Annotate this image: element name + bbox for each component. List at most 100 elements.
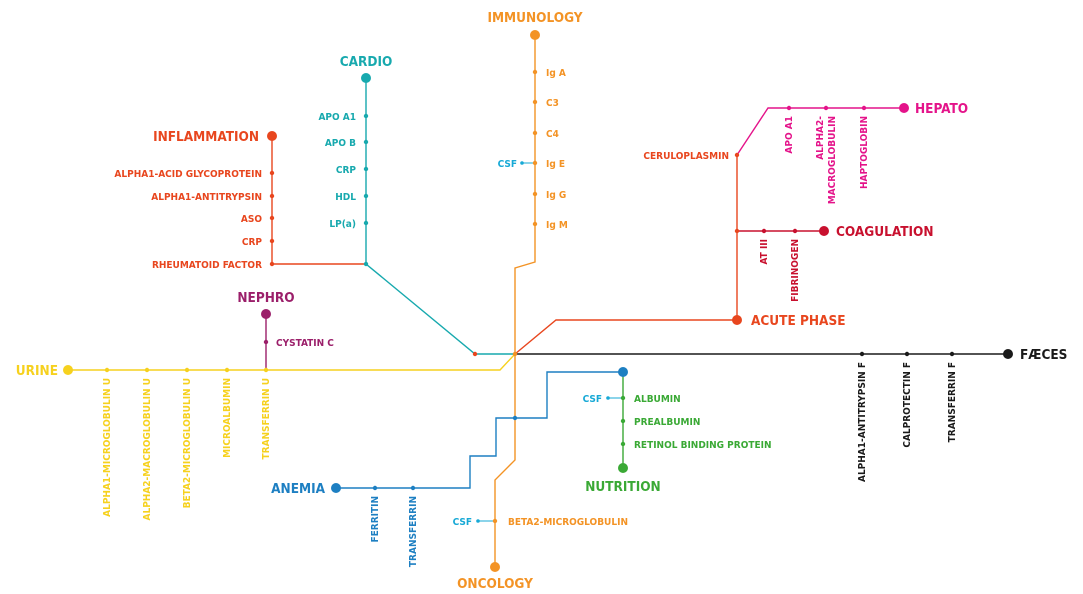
test-label: Ig E xyxy=(546,159,565,170)
stop-nephro-cystatin xyxy=(263,339,269,345)
csf-dot-immunology xyxy=(520,161,524,165)
test-label: TRANSFERRIN xyxy=(408,496,419,567)
test-label: CALPROTECTIN F xyxy=(902,362,913,448)
stop-cardio-lpa xyxy=(363,220,369,226)
stop-cardio-apoa1 xyxy=(363,113,369,119)
label-immunology: IMMUNOLOGY xyxy=(487,10,582,26)
stop-immunology-c4 xyxy=(532,130,538,136)
station-immunology xyxy=(530,30,540,40)
stop-acute-ceruloplasmin xyxy=(734,152,740,158)
test-label: CRP xyxy=(242,237,263,248)
stop-inflammation-crp xyxy=(269,238,275,244)
stop-coag-at3 xyxy=(761,228,767,234)
test-label: TRANSFERRIN U xyxy=(261,378,272,460)
stop-urine-microalbumin xyxy=(224,367,230,373)
test-label: MACROGLOBULIN xyxy=(827,116,838,204)
stop-inflammation-rf xyxy=(269,261,275,267)
csf-label: CSF xyxy=(583,394,602,405)
station-inflammation xyxy=(267,131,277,141)
stop-nutrition-prealbumin xyxy=(620,418,626,424)
test-label: TRANSFERRIN F xyxy=(947,362,958,442)
stop-cardio-crp xyxy=(363,166,369,172)
station-oncology xyxy=(490,562,500,572)
test-label: RHEUMATOID FACTOR xyxy=(152,260,262,271)
test-label: HAPTOGLOBIN xyxy=(859,116,870,189)
stop-immunology-iga xyxy=(532,69,538,75)
label-nephro: NEPHRO xyxy=(237,290,294,306)
stop-nutrition-rbp xyxy=(620,441,626,447)
stop-urine-transferrin xyxy=(263,367,269,373)
station-coagulation xyxy=(819,226,829,236)
test-label: ALPHA1-ACID GLYCOPROTEIN xyxy=(114,169,262,180)
stop-faeces-aat xyxy=(859,351,865,357)
stop-immunology-igg xyxy=(532,191,538,197)
csf-dot-nutrition xyxy=(606,396,610,400)
test-label: CRP xyxy=(336,165,357,176)
test-label: APO A1 xyxy=(784,116,795,154)
test-label: ALPHA2- xyxy=(815,116,826,160)
stop-urine-a2m xyxy=(144,367,150,373)
stop-faeces-transferrin xyxy=(949,351,955,357)
test-label: APO B xyxy=(325,138,356,149)
stop-inflammation-aat xyxy=(269,193,275,199)
line-nutrition xyxy=(515,371,623,419)
test-label: BETA2-MICROGLOBULIN U xyxy=(182,378,193,508)
stop-faeces-calprotectin xyxy=(904,351,910,357)
test-label: PREALBUMIN xyxy=(634,417,700,428)
line-urine xyxy=(68,353,516,371)
line-acute-phase xyxy=(514,319,737,355)
test-label: AT III xyxy=(759,239,770,265)
csf-label: CSF xyxy=(498,159,517,170)
test-label: Ig A xyxy=(546,68,566,79)
test-label: MICROALBUMIN xyxy=(222,378,233,458)
station-nutrition-top xyxy=(618,367,628,377)
line-hepato xyxy=(736,107,904,156)
test-label: ALPHA1-ANTITRYPSIN F xyxy=(857,362,868,482)
station-urine xyxy=(63,365,73,375)
label-urine: URINE xyxy=(16,363,58,379)
stop-hepato-haptoglobin xyxy=(861,105,867,111)
stop-immunology-igm xyxy=(532,221,538,227)
stop-urine-a1m xyxy=(104,367,110,373)
station-faeces xyxy=(1003,349,1013,359)
stop-hepato-a2m xyxy=(823,105,829,111)
label-coagulation: COAGULATION xyxy=(836,224,933,240)
stop-inflammation-aag xyxy=(269,170,275,176)
test-label: FIBRINOGEN xyxy=(790,239,801,302)
test-label: Ig G xyxy=(546,190,566,201)
test-label: Ig M xyxy=(546,220,568,231)
station-cardio xyxy=(361,73,371,83)
test-label: LP(a) xyxy=(329,219,356,230)
test-label: RETINOL BINDING PROTEIN xyxy=(634,440,772,451)
station-nephro xyxy=(261,309,271,319)
stop-urine-b2m xyxy=(184,367,190,373)
test-label: ASO xyxy=(241,214,262,225)
label-nutrition: NUTRITION xyxy=(585,479,660,495)
station-nutrition xyxy=(618,463,628,473)
label-faeces: FÆCES xyxy=(1020,347,1067,363)
station-hepato xyxy=(899,103,909,113)
line-oncology xyxy=(494,354,516,567)
test-label: HDL xyxy=(335,192,356,203)
stop-anemia-transferrin xyxy=(410,485,416,491)
stop-cardio-apob xyxy=(363,139,369,145)
stop-immunology-c3 xyxy=(532,99,538,105)
csf-label: CSF xyxy=(453,517,472,528)
test-label: ALBUMIN xyxy=(634,394,681,405)
stop-immunology-ige xyxy=(532,160,538,166)
test-label: ALPHA2-MACROGLOBULIN U xyxy=(142,378,153,520)
stop-anemia-ferritin xyxy=(372,485,378,491)
stop-coag-junction xyxy=(734,228,740,234)
label-oncology: ONCOLOGY xyxy=(457,576,533,592)
junction-cardio-inflammation xyxy=(472,351,478,357)
test-label: C4 xyxy=(546,129,559,140)
stop-hepato-apoa1 xyxy=(786,105,792,111)
test-label: ALPHA1-MICROGLOBULIN U xyxy=(102,378,113,517)
test-label: CERULOPLASMIN xyxy=(643,151,729,162)
junction-center xyxy=(512,351,518,357)
junction-anemia-oncology xyxy=(512,415,518,421)
label-hepato: HEPATO xyxy=(915,101,968,117)
label-acute-phase: ACUTE PHASE xyxy=(751,313,846,329)
station-acute-phase xyxy=(732,315,742,325)
stop-coag-fibrinogen xyxy=(792,228,798,234)
